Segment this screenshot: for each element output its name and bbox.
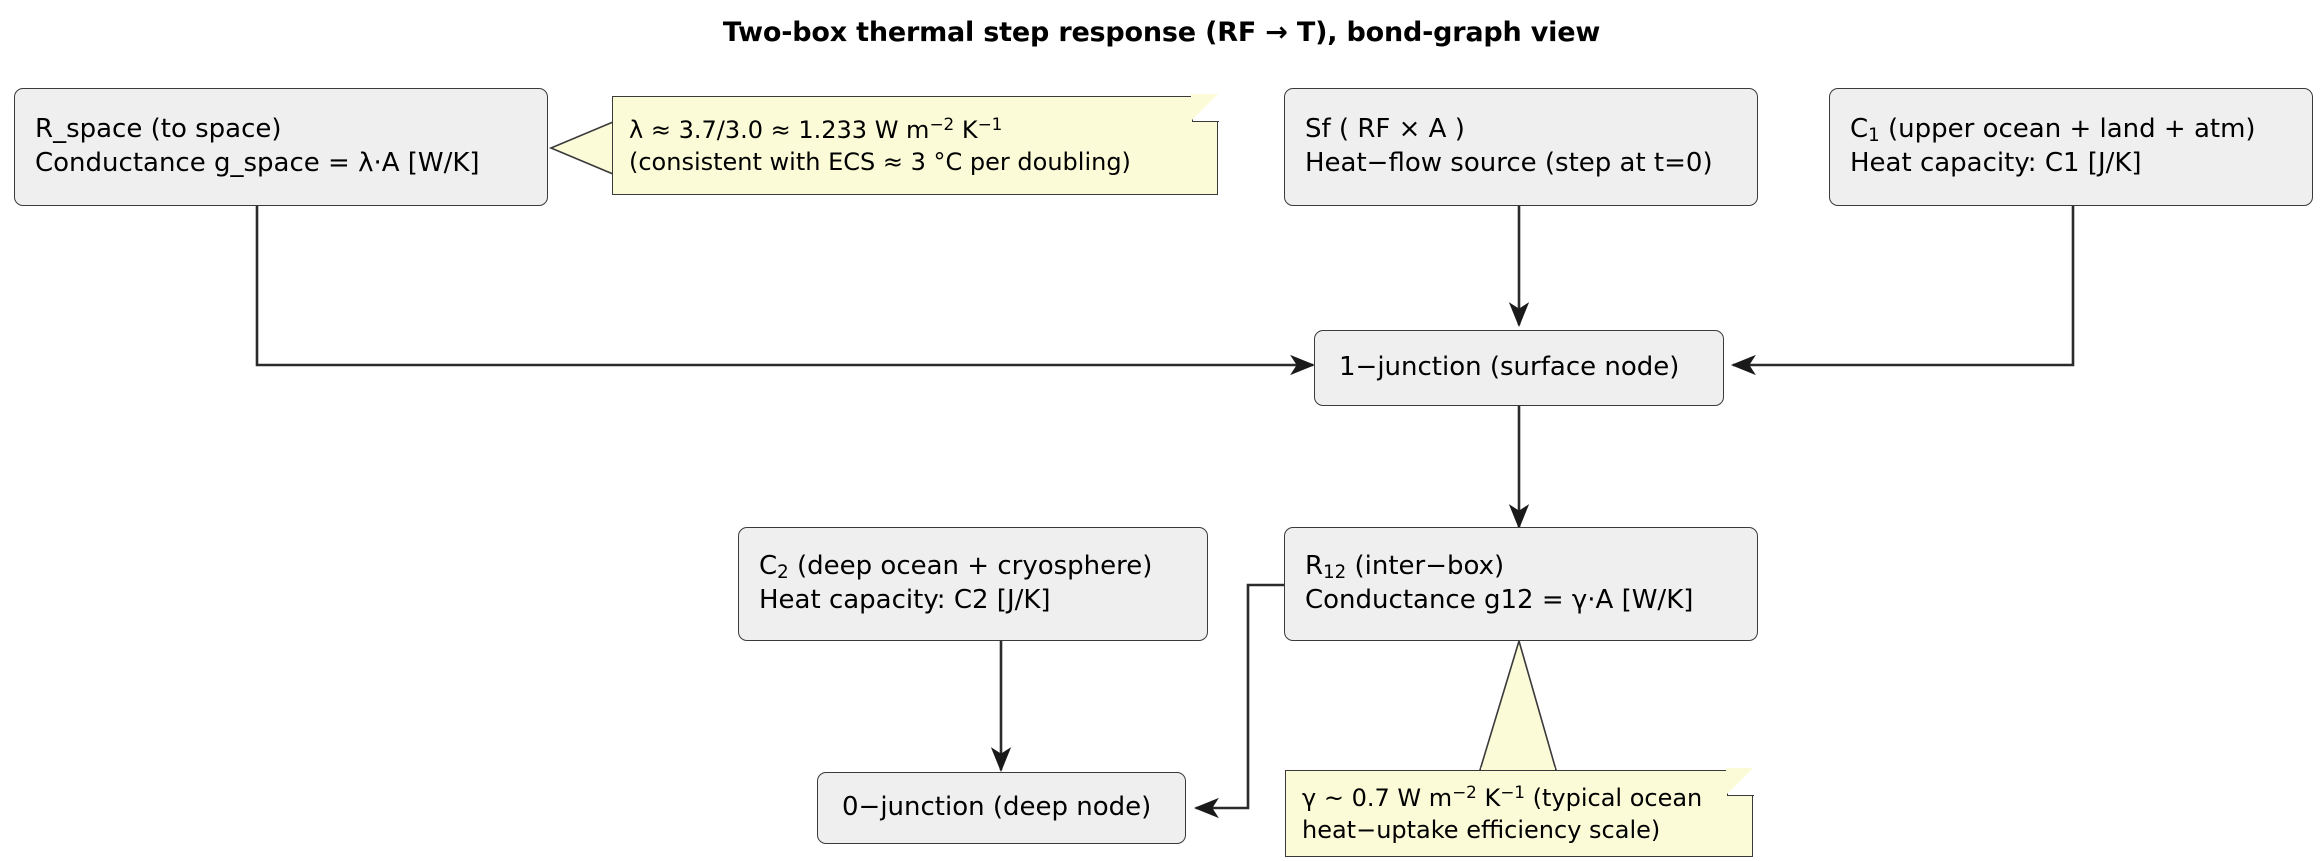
note-lambda[interactable]: λ ≈ 3.7/3.0 ≈ 1.233 W m−2 K−1 (consisten… (612, 93, 1219, 195)
node-r12-line-1: R12 (inter−box) (1305, 550, 1737, 585)
node-c2[interactable]: C2 (deep ocean + cryosphere) Heat capaci… (738, 527, 1208, 641)
node-c2-line-2: Heat capacity: C2 [J/K] (759, 585, 1051, 616)
note-gamma-desc: (typical ocean (1524, 783, 1703, 812)
edge-r12-to-0-junction (1193, 583, 1285, 819)
node-c2-line-1: C2 (deep ocean + cryosphere) (759, 550, 1187, 585)
node-c1[interactable]: C1 (upper ocean + land + atm) Heat capac… (1829, 88, 2313, 206)
note-lambda-exp-2: −1 (977, 113, 1003, 134)
node-1-junction[interactable]: 1−junction (surface node) (1314, 330, 1724, 406)
node-c2-symbol: C (759, 550, 778, 581)
node-c1-subscript: 1 (1868, 124, 1880, 146)
node-c1-line-2: Heat capacity: C1 [J/K] (1850, 148, 2142, 179)
note-lambda-value: λ ≈ 3.7/3.0 ≈ 1.233 W m (629, 115, 930, 144)
node-sf-source-line-2: Heat−flow source (step at t=0) (1305, 148, 1713, 178)
node-r-space[interactable]: R_space (to space) Conductance g_space =… (14, 88, 548, 206)
note-gamma-unit-mid: K (1476, 783, 1501, 812)
page-title: Two-box thermal step response (RF → T), … (722, 17, 1601, 48)
node-r12-line-2: Conductance g12 = γ·A [W/K] (1305, 585, 1694, 616)
node-r12-desc: (inter−box) (1346, 550, 1505, 581)
callout-tail-lambda-note (548, 120, 614, 176)
node-c1-desc: (upper ocean + land + atm) (1879, 113, 2256, 144)
edge-c1-to-1-junction (1730, 205, 2075, 376)
node-0-junction-label: 0−junction (deep node) (842, 792, 1152, 823)
node-r-space-line-2: Conductance g_space = λ·A [W/K] (35, 148, 480, 178)
node-sf-source-line-1: Sf ( RF × A ) (1305, 114, 1465, 145)
node-r12-symbol: R (1305, 550, 1324, 581)
note-gamma[interactable]: γ ~ 0.7 W m−2 K−1 (typical ocean heat−up… (1285, 767, 1754, 857)
note-fold-corner-icon (1725, 767, 1754, 797)
note-lambda-line-2: (consistent with ECS ≈ 3 °C per doubling… (629, 147, 1131, 176)
note-lambda-exp-1: −2 (929, 113, 955, 134)
note-gamma-line-1: γ ~ 0.7 W m−2 K−1 (typical ocean (1302, 781, 1736, 815)
node-r12[interactable]: R12 (inter−box) Conductance g12 = γ·A [W… (1284, 527, 1758, 641)
note-fold-corner-icon (1190, 93, 1219, 123)
note-gamma-line-2: heat−uptake efficiency scale) (1302, 815, 1661, 844)
note-lambda-unit-mid: K (954, 115, 978, 144)
note-gamma-exp-2: −1 (1500, 781, 1525, 802)
node-r-space-line-1: R_space (to space) (35, 114, 282, 145)
node-c1-line-1: C1 (upper ocean + land + atm) (1850, 113, 2292, 148)
node-c1-symbol: C (1850, 113, 1869, 144)
note-gamma-value: γ ~ 0.7 W m (1302, 783, 1453, 812)
node-c2-desc: (deep ocean + cryosphere) (788, 550, 1153, 581)
node-0-junction[interactable]: 0−junction (deep node) (817, 772, 1186, 844)
note-lambda-line-1: λ ≈ 3.7/3.0 ≈ 1.233 W m−2 K−1 (629, 113, 1201, 147)
note-gamma-exp-1: −2 (1452, 781, 1477, 802)
callout-tail-gamma-note (1478, 638, 1558, 771)
node-r12-subscript: 12 (1323, 561, 1347, 583)
node-sf-source[interactable]: Sf ( RF × A ) Heat−flow source (step at … (1284, 88, 1758, 206)
node-1-junction-label: 1−junction (surface node) (1339, 352, 1680, 383)
node-c2-subscript: 2 (777, 561, 789, 583)
edge-r-space-to-1-junction (255, 205, 1316, 376)
